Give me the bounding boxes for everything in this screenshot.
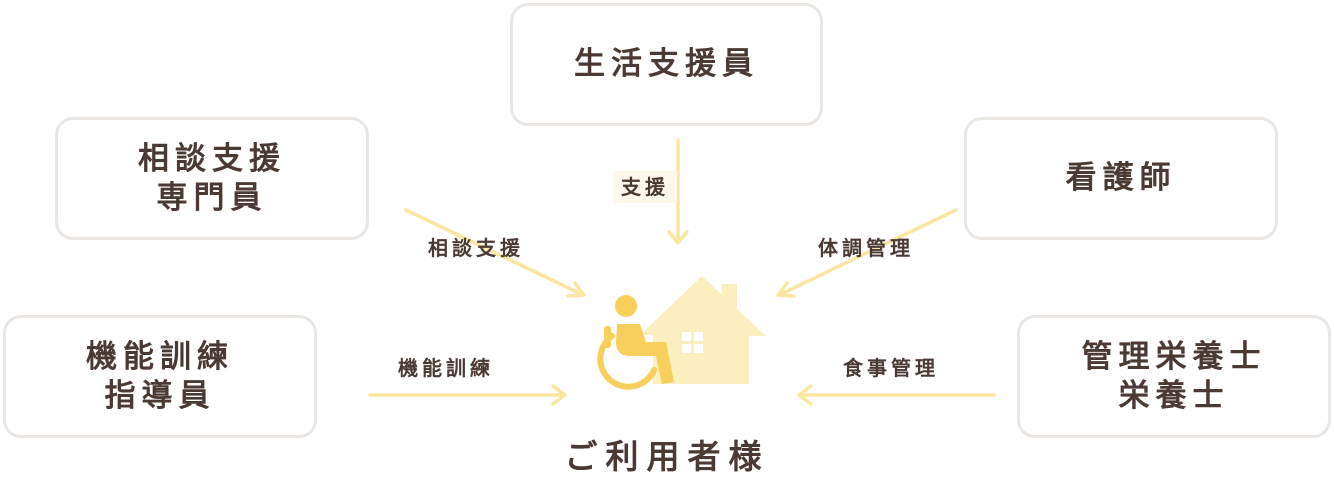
edge-label-training: 機能訓練 [398,356,494,380]
edge-label-consultation: 相談支援 [428,236,524,260]
node-training: 機能訓練 指導員 [3,315,317,438]
wheelchair-icon [597,295,674,390]
center-label: ご利用者様 [564,437,770,476]
edge-label-meal: 食事管理 [843,356,939,380]
node-training-line-1: 機能訓練 [86,338,234,375]
arrow-consultation [404,208,586,298]
node-life-support: 生活支援員 [510,3,823,126]
edge-label-support: 支援 [613,171,677,203]
arrow-health [776,208,958,298]
node-nutrition-line-1: 管理栄養士 [1081,338,1267,375]
node-training-line-2: 指導員 [104,377,216,414]
node-nurse-line-1: 看護師 [1065,160,1177,197]
node-nurse: 看護師 [964,117,1278,240]
node-consultation: 相談支援 専門員 [55,117,369,240]
node-nutrition-line-2: 栄養士 [1118,377,1230,414]
edge-label-health: 体調管理 [818,236,914,260]
arrow-meal [797,384,996,406]
node-nutrition: 管理栄養士 栄養士 [1017,315,1331,438]
arrow-support [667,138,689,245]
node-consultation-line-1: 相談支援 [138,140,286,177]
node-life-support-line-1: 生活支援員 [574,46,759,83]
arrow-training [368,384,567,406]
node-consultation-line-2: 専門員 [156,179,268,216]
